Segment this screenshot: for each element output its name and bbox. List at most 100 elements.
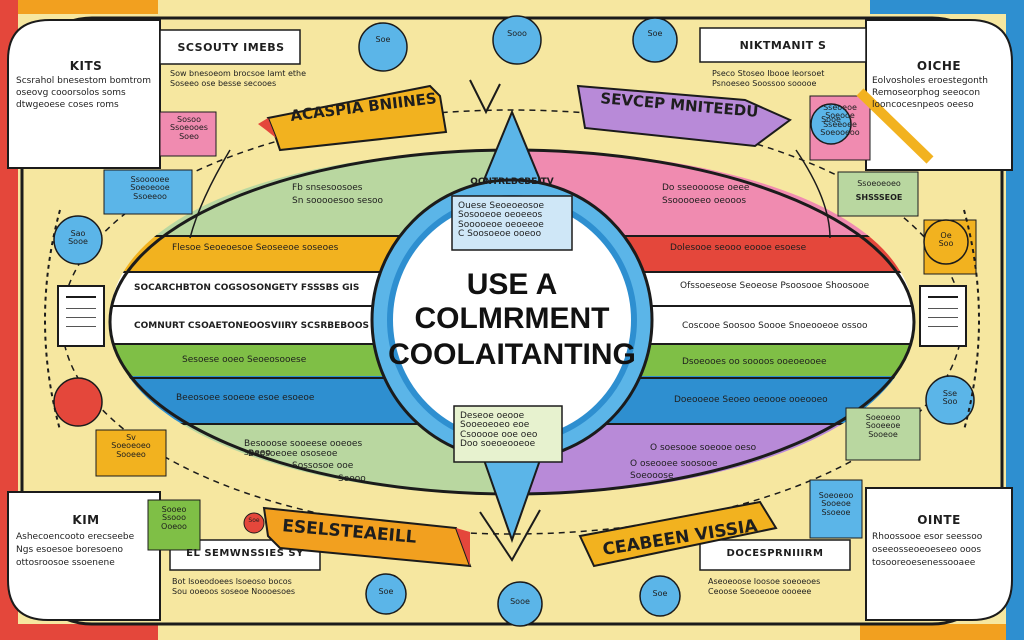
center-bottom-box: Deseoe oeooe Sooeoeoeo eoe Csooooe ooe o… <box>460 411 560 450</box>
corner-line: Ngs esoesoe boresoeno <box>16 545 124 556</box>
circle-text: Oe <box>940 231 952 240</box>
center-top-box: Ouese Seoeoeosoe Sosooeoe oeoeeos Sooooe… <box>458 201 568 240</box>
header-notes-bottom-left: Bot lsoeodoees lsoeoso bocos Sou ooeoos … <box>172 577 322 597</box>
center-bottom-box-line: Sooeoeoeo eoe <box>460 420 530 431</box>
note-line: Soeooose <box>630 471 674 482</box>
circle-text: Soo <box>938 239 954 249</box>
center-top-box-line: Ouese Seoeoeosoe <box>458 201 544 211</box>
corner-line: oseeosseoeoeseeo ooos <box>872 545 982 556</box>
header-strip-top-right <box>699 27 867 63</box>
circle-right-low-label: Sse Soo <box>934 389 966 407</box>
header-bottom-left: EL SEMWNSSIES SY <box>186 548 304 559</box>
note-line: Fb snsesoosoes <box>292 183 363 193</box>
left-band-3: COMNURT CSOAETONEOOSVIIRY SCSRBEBOOS <box>134 321 369 331</box>
sticky-right-low: Soeoeoo Sooeeoe Sooeoe <box>850 413 916 439</box>
corner-panel-bottom-left <box>7 491 161 621</box>
left-upper-notes: Fb snsesoosoes Sn sooooesoo sesoo <box>292 183 412 207</box>
note-line: Sossosoe ooe <box>292 461 354 472</box>
left-band-6: Besooose sooeese ooeoes soeeo <box>244 439 363 459</box>
corner-top-right: OICHE Eolvosholes eroestegonth Remoseorp… <box>872 60 1006 111</box>
circle-top-2 <box>492 15 542 65</box>
note-line: Soooo <box>338 473 366 484</box>
note-line: Sn sooooesoo sesoo <box>292 196 384 207</box>
sticky-left-bottom: Sooeo Ssooo Ooeoo <box>152 505 196 531</box>
circle-top-3-label: Soe <box>640 29 670 38</box>
corner-title: OICHE <box>916 59 962 73</box>
sticky-left-top: Sosoo Ssoeooes Soeo <box>164 115 214 141</box>
circle-text: Sooe <box>821 115 841 124</box>
sticky-line: Sseeoee <box>823 119 857 129</box>
circle-left-label: Sao Sooe <box>62 229 94 247</box>
right-band-6: O soesooe soeooe oeso <box>650 443 757 453</box>
note-line: Beosoeoee ososeoe <box>248 449 338 459</box>
center-top-box-shape <box>451 195 573 251</box>
sticky-left-low: Sv Soeoeoeo Sooeeo <box>100 433 162 459</box>
corner-line: Ashecoencooto erecseebe <box>16 531 135 542</box>
sticky-line: Ssooooee <box>130 175 170 184</box>
circle-text: Soe <box>378 587 394 596</box>
circle-bottom-1-label: Soe <box>372 587 400 596</box>
sticky-line: Sooeoe <box>821 499 851 509</box>
right-band-3: Coscooe Soosoo Soooe Snoeooeoe ossoo <box>682 321 868 331</box>
circle-top-1 <box>358 22 408 72</box>
circle-text: Soo <box>942 397 958 407</box>
header-notes-top-right: Pseco Stoseo Ibooe leorsoet Psnoeseo Soo… <box>712 69 862 89</box>
sticky-line: Ssooo <box>162 513 186 523</box>
sticky-left-mid-shape <box>103 169 193 215</box>
center-ring-label: OCNTRLBCBEITV <box>470 177 554 187</box>
corner-bottom-left: KIM Ashecoencooto erecseebe Ngs esoesoe … <box>16 514 156 569</box>
sticky-left-low-shape <box>95 429 167 477</box>
ribbon-bottom-left-shape <box>262 506 472 568</box>
circle-top-2-label: Sooo <box>502 29 532 38</box>
corner-line: Eolvosholes eroestegonth <box>872 75 989 86</box>
sticky-line: Soeoeoeo <box>111 441 151 451</box>
ribbon-top-left-tail <box>258 118 276 138</box>
circle-bottom-2 <box>497 581 543 627</box>
header-notes-bottom-right: Aseoeoose Ioosoe soeoeoes Ceoose Soeoeoo… <box>708 577 858 597</box>
corner-title: OINTE <box>917 513 961 527</box>
corner-line: tosooreoesenessooaee <box>872 558 976 569</box>
corner-line: Rhoossooe esor seessoo <box>872 531 983 542</box>
corner-panel-top-left <box>7 19 161 169</box>
sticky-line: Sooeoe <box>868 429 898 439</box>
center-top-box-line: Sosooeoe oeoeeos <box>458 210 543 221</box>
left-band-1: Flesoe Seoeoesoe Seoseeoe soseoes <box>172 243 339 253</box>
sticky-left-top-shape <box>159 111 217 157</box>
plaque-right-icon <box>928 296 958 338</box>
sticky-line: Ssoeeoo <box>133 191 167 201</box>
arrow-right-curve <box>963 209 980 431</box>
corner-bottom-right: OINTE Rhoossooe esor seessoo oseeosseoeo… <box>872 514 1006 569</box>
note-line: Ceoose Soeoeooe oooeee <box>708 587 812 597</box>
left-band-5: Beeosoee sooeoe esoe esoeoe <box>176 393 315 403</box>
arrow-top-center <box>469 79 501 115</box>
center-top-box-line: Sooooeoe oeoeeoe <box>458 219 544 230</box>
corner-line: ottosroosoe ssoenene <box>16 558 115 569</box>
sticky-line: Soeoeoo <box>818 491 854 500</box>
sticky-line: Soeoeoo <box>865 413 901 422</box>
sticky-line: Sv <box>126 433 136 442</box>
corner-top-left: KITS Scsrahol bnesestom bomtrom oseovg c… <box>16 60 156 111</box>
center-bottom-box-shape <box>453 405 563 463</box>
header-strip-top-left <box>159 29 301 65</box>
circle-text: Soe <box>248 517 260 524</box>
top-band-blue-right <box>870 0 1006 14</box>
header-bottom-right: DOCESPRNIIIRM <box>726 548 824 559</box>
circle-top-4 <box>810 103 852 145</box>
right-band-1: Dolesooe seooo eoooe esoese <box>670 243 807 253</box>
sticky-right-bottom-shape <box>809 479 863 539</box>
center-title-line2: COLMRMENT <box>414 302 610 335</box>
note-line: Sow bnesoeom brocsoe lamt ethe <box>170 69 307 78</box>
corner-line: oseovg cooorsolos soms <box>16 88 126 99</box>
sticky-line: Soeoeooe <box>130 183 170 193</box>
sticky-line: Ooeoo <box>161 521 187 531</box>
right-band-4: Dsoeooes oo soooos ooeoeooee <box>682 357 827 367</box>
right-band-5: Doeooeoe Seoeo oeoooe ooeooeo <box>674 395 828 405</box>
sticky-left-bottom-shape <box>147 499 201 551</box>
circle-text: Soe <box>375 35 391 44</box>
circle-text: Soe <box>647 29 663 38</box>
circle-text: Sse <box>942 389 958 398</box>
circle-bottom-3-label: Soe <box>646 589 674 598</box>
bottom-band-orange <box>860 624 1006 640</box>
note-line: Bot lsoeodoees lsoeoso bocos <box>172 577 292 586</box>
